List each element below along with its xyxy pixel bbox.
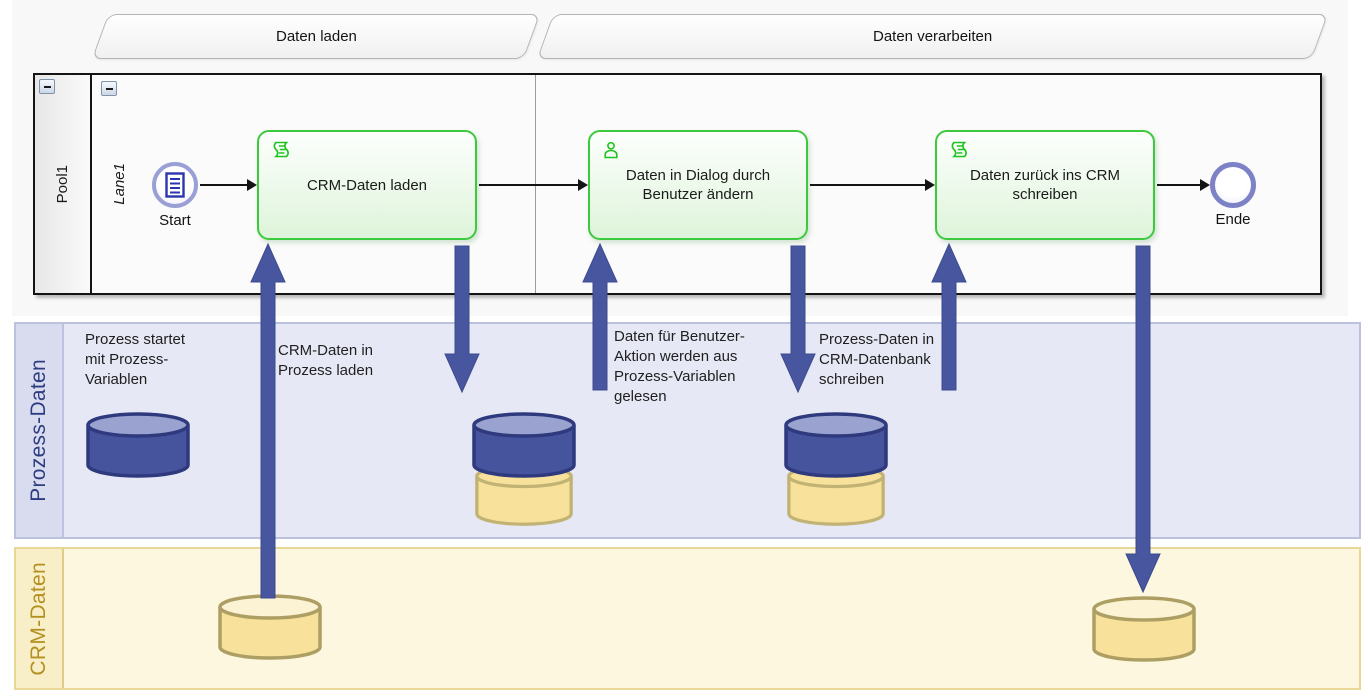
start-event[interactable] <box>152 162 198 208</box>
task-label: Daten in Dialog durch Benutzer ändern <box>625 167 771 203</box>
phase-label: Daten laden <box>275 28 357 45</box>
pool-header[interactable]: Pool1 <box>35 75 92 293</box>
pool-label: Pool1 <box>54 164 71 204</box>
sequence-flow-start-to-task1[interactable] <box>200 184 247 186</box>
task-label: CRM-Daten laden <box>306 176 428 194</box>
annotation-crm-daten-in-prozess[interactable]: CRM-Daten in Prozess laden <box>278 342 374 379</box>
collapse-lane-button[interactable] <box>101 81 117 96</box>
sequence-flow-arrowhead <box>1200 179 1210 191</box>
document-icon <box>165 172 185 198</box>
phase-milestone-daten-laden[interactable]: Daten laden <box>91 14 541 59</box>
crm-database-cylinder[interactable] <box>1090 594 1198 664</box>
sequence-flow-arrowhead <box>578 179 588 191</box>
phase-label: Daten verarbeiten <box>872 28 993 45</box>
lane-label: Lane1 <box>110 163 128 205</box>
task-daten-zurueck-ins-crm[interactable]: Daten zurück ins CRM schreiben <box>935 130 1155 240</box>
task-crm-daten-laden[interactable]: CRM-Daten laden <box>257 130 477 240</box>
process-data-store-cylinder-stacked[interactable] <box>782 410 890 480</box>
sequence-flow-arrowhead <box>247 179 257 191</box>
user-icon <box>604 141 618 159</box>
end-event[interactable] <box>1210 162 1256 208</box>
task-daten-in-dialog-aendern[interactable]: Daten in Dialog durch Benutzer ändern <box>588 130 808 240</box>
sequence-flow-task2-to-task3[interactable] <box>810 184 925 186</box>
crm-data-band-header[interactable]: CRM-Daten <box>16 549 64 688</box>
task-label: Daten zurück ins CRM schreiben <box>969 167 1121 203</box>
annotation-prozess-daten-schreiben[interactable]: Prozess-Daten in CRM-Datenbank schreiben <box>819 331 935 388</box>
end-event-label: Ende <box>1215 211 1251 228</box>
sequence-flow-task1-to-task2[interactable] <box>479 184 578 186</box>
phase-milestone-daten-verarbeiten[interactable]: Daten verarbeiten <box>536 14 1329 59</box>
process-data-band-header[interactable]: Prozess-Daten <box>16 324 64 537</box>
lane-header[interactable]: Lane1 <box>98 75 140 293</box>
crm-data-band-label: CRM-Daten <box>27 561 50 676</box>
script-icon <box>951 141 967 158</box>
script-icon <box>273 141 289 158</box>
annotation-prozess-startet[interactable]: Prozess startet mit Prozess- Variablen <box>85 331 186 388</box>
process-data-store-cylinder[interactable] <box>84 410 192 480</box>
sequence-flow-arrowhead <box>925 179 935 191</box>
annotation-daten-fuer-benutzeraktion[interactable]: Daten für Benutzer- Aktion werden aus Pr… <box>614 328 745 405</box>
collapse-pool-button[interactable] <box>39 79 55 94</box>
crm-database-cylinder[interactable] <box>216 592 324 662</box>
sequence-flow-task3-to-end[interactable] <box>1157 184 1200 186</box>
process-data-store-cylinder-stacked[interactable] <box>470 410 578 480</box>
process-data-band-label: Prozess-Daten <box>27 359 50 502</box>
start-event-label: Start <box>159 212 191 229</box>
